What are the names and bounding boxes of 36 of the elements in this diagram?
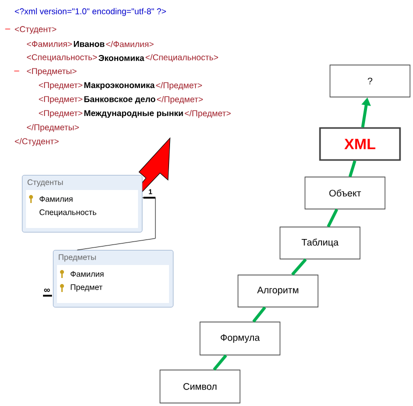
step-box: Символ	[160, 370, 240, 404]
collapse-mark: –	[14, 70, 20, 72]
connector-line	[348, 160, 356, 178]
step-box: ?	[330, 64, 410, 98]
connector-line	[212, 354, 228, 371]
step-box: Алгоритм	[238, 274, 318, 308]
xml-tag: <Предмет>	[38, 82, 82, 90]
xml-tag: <Фамилия>	[26, 41, 72, 47]
xml-tag: </Предмет>	[157, 96, 203, 104]
xml-tag: </Предмет>	[184, 110, 231, 118]
xml-value: Экономика	[98, 55, 144, 61]
step-box: Формула	[200, 322, 280, 356]
xml-value: Макроэкономика	[84, 82, 155, 90]
xml-tag: </Специальность>	[146, 54, 218, 62]
xml-value: Банковское дело	[84, 96, 156, 104]
xml-tag: <Предмет>	[38, 96, 82, 104]
xml-tag: </Предметы>	[26, 124, 79, 132]
xml-tag: </Студент>	[14, 138, 59, 146]
xml-tag: <Студент>	[14, 26, 56, 34]
cardinality-mark: ∞	[43, 288, 52, 297]
xml-value: Международные рынки	[84, 110, 183, 118]
highlighted-box: XML	[319, 127, 401, 161]
xml-tag: <Специальность>	[26, 54, 97, 62]
connector-line	[252, 306, 266, 323]
collapse-mark: –	[5, 28, 10, 30]
xml-tag: </Фамилия>	[106, 40, 154, 48]
xml-tag: </Предмет>	[156, 82, 202, 90]
step-box: Объект	[304, 176, 386, 210]
connector-line	[326, 208, 338, 228]
xml-tag: <Предмет>	[38, 110, 82, 118]
step-box: Таблица	[280, 226, 360, 260]
relationship-line	[76, 197, 156, 250]
xml-value: Иванов	[74, 41, 104, 47]
xml-tag: <Предметы>	[26, 68, 76, 76]
connector-line	[291, 258, 307, 276]
xml-declaration: <?xml version="1.0" encoding="utf-8" ?>	[14, 8, 166, 16]
